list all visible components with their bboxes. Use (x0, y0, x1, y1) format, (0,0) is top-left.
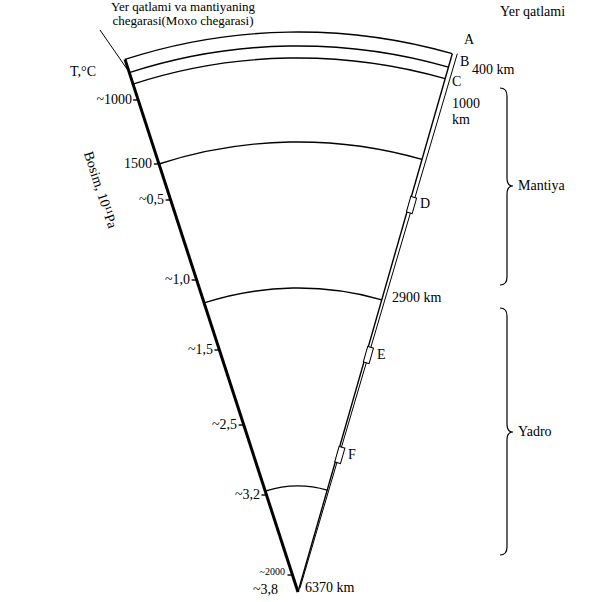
layer-label: Mantiya (518, 178, 565, 194)
moho-arc (129, 46, 448, 73)
depth-label: 400 km (472, 62, 514, 78)
scale-axis (125, 59, 298, 592)
layer-arc (133, 58, 445, 84)
core-boundary-arc (204, 288, 382, 303)
layer-label: Yer qatlami (500, 4, 566, 20)
wedge-edge (298, 54, 452, 592)
depth-label: 2900 km (392, 290, 441, 306)
point-letter: D (420, 196, 430, 212)
leader-line (100, 30, 127, 69)
temperature-value: ~2000 (260, 566, 285, 577)
pressure-value: ~1,0 (165, 272, 190, 288)
layer-arc (159, 142, 422, 164)
pressure-value: ~2,5 (212, 417, 237, 433)
point-letter: E (377, 347, 386, 363)
wedge-edge (300, 54, 457, 588)
point-letter: A (464, 32, 474, 48)
point-letter: B (460, 54, 469, 70)
inner-core-arc (265, 486, 327, 491)
brace (500, 88, 513, 285)
axis-title: T,°C (70, 64, 96, 80)
section-markers (335, 196, 417, 463)
pressure-value: ~3,8 (253, 582, 278, 598)
axis-ticks (133, 100, 292, 575)
layer-label: Yadro (518, 424, 552, 440)
temperature-value: ~1000 (96, 92, 132, 108)
depth-label: 1000 km (452, 96, 492, 128)
pressure-value: ~0,5 (139, 192, 164, 208)
axis-title: Bosim, 10¹¹Pa (80, 150, 120, 231)
point-letter: C (452, 74, 461, 90)
pressure-value: ~1,5 (188, 342, 213, 358)
depth-label: 6370 km (305, 580, 354, 596)
point-letter: F (348, 447, 356, 463)
pressure-value: ~3,2 (235, 487, 260, 503)
brace (500, 308, 513, 555)
temperature-value: 1500 (124, 156, 152, 172)
callout-label: Yer qatlami va mantiyaning chegarasi(Mox… (88, 0, 278, 28)
